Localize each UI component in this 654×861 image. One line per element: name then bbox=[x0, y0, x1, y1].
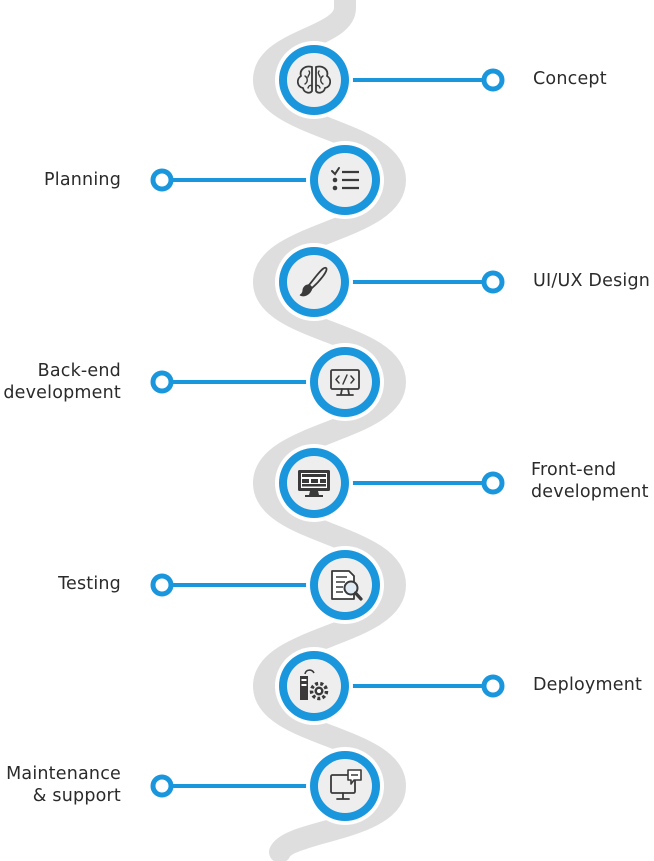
step-1 bbox=[275, 41, 505, 119]
step-8 bbox=[150, 747, 384, 825]
support-monitor-icon bbox=[330, 769, 362, 800]
checklist-icon bbox=[331, 167, 359, 191]
web-monitor-icon bbox=[298, 470, 330, 497]
step-7 bbox=[275, 647, 505, 725]
connector-end-node bbox=[150, 774, 174, 798]
step-label: Concept bbox=[533, 68, 607, 90]
document-search-icon bbox=[331, 570, 363, 601]
step-label-line: Deployment bbox=[533, 675, 643, 695]
connector-end-node bbox=[150, 168, 174, 192]
step-icon-disc bbox=[318, 355, 372, 409]
step-label-line: Back-end bbox=[37, 361, 121, 381]
step-label: UI/UX Design bbox=[533, 270, 650, 292]
step-label-line: Front-end bbox=[531, 460, 617, 480]
server-gear-icon bbox=[300, 669, 329, 701]
step-label: Deployment bbox=[533, 674, 642, 696]
step-4 bbox=[150, 343, 384, 421]
step-label-line: Concept bbox=[533, 69, 607, 89]
connector-end-node bbox=[481, 270, 505, 294]
snake-path bbox=[253, 0, 406, 861]
step-label-line: development bbox=[3, 383, 121, 403]
step-6 bbox=[150, 546, 384, 624]
step-label-line: UI/UX Design bbox=[533, 271, 651, 291]
step-label: Planning bbox=[44, 169, 121, 191]
connector-end-node bbox=[150, 370, 174, 394]
step-label: Testing bbox=[58, 573, 121, 595]
connector-end-node bbox=[481, 68, 505, 92]
step-label-line: Planning bbox=[44, 170, 121, 190]
step-2 bbox=[150, 141, 384, 219]
connector-end-node bbox=[481, 674, 505, 698]
paintbrush-icon bbox=[299, 266, 328, 297]
step-3 bbox=[275, 243, 505, 321]
step-label-line: development bbox=[531, 482, 649, 502]
step-5 bbox=[275, 444, 505, 522]
step-label-line: Testing bbox=[58, 574, 121, 594]
step-icon-disc bbox=[287, 659, 341, 713]
connector-end-node bbox=[150, 573, 174, 597]
step-label-line: Maintenance bbox=[6, 764, 121, 784]
code-monitor-icon bbox=[330, 369, 360, 396]
step-label: Maintenance& support bbox=[6, 763, 121, 807]
brain-icon bbox=[296, 65, 332, 94]
step-icon-disc bbox=[287, 255, 341, 309]
step-label-line: & support bbox=[32, 786, 121, 806]
step-icon-disc bbox=[287, 53, 341, 107]
connector-end-node bbox=[481, 471, 505, 495]
step-icon-disc bbox=[318, 759, 372, 813]
